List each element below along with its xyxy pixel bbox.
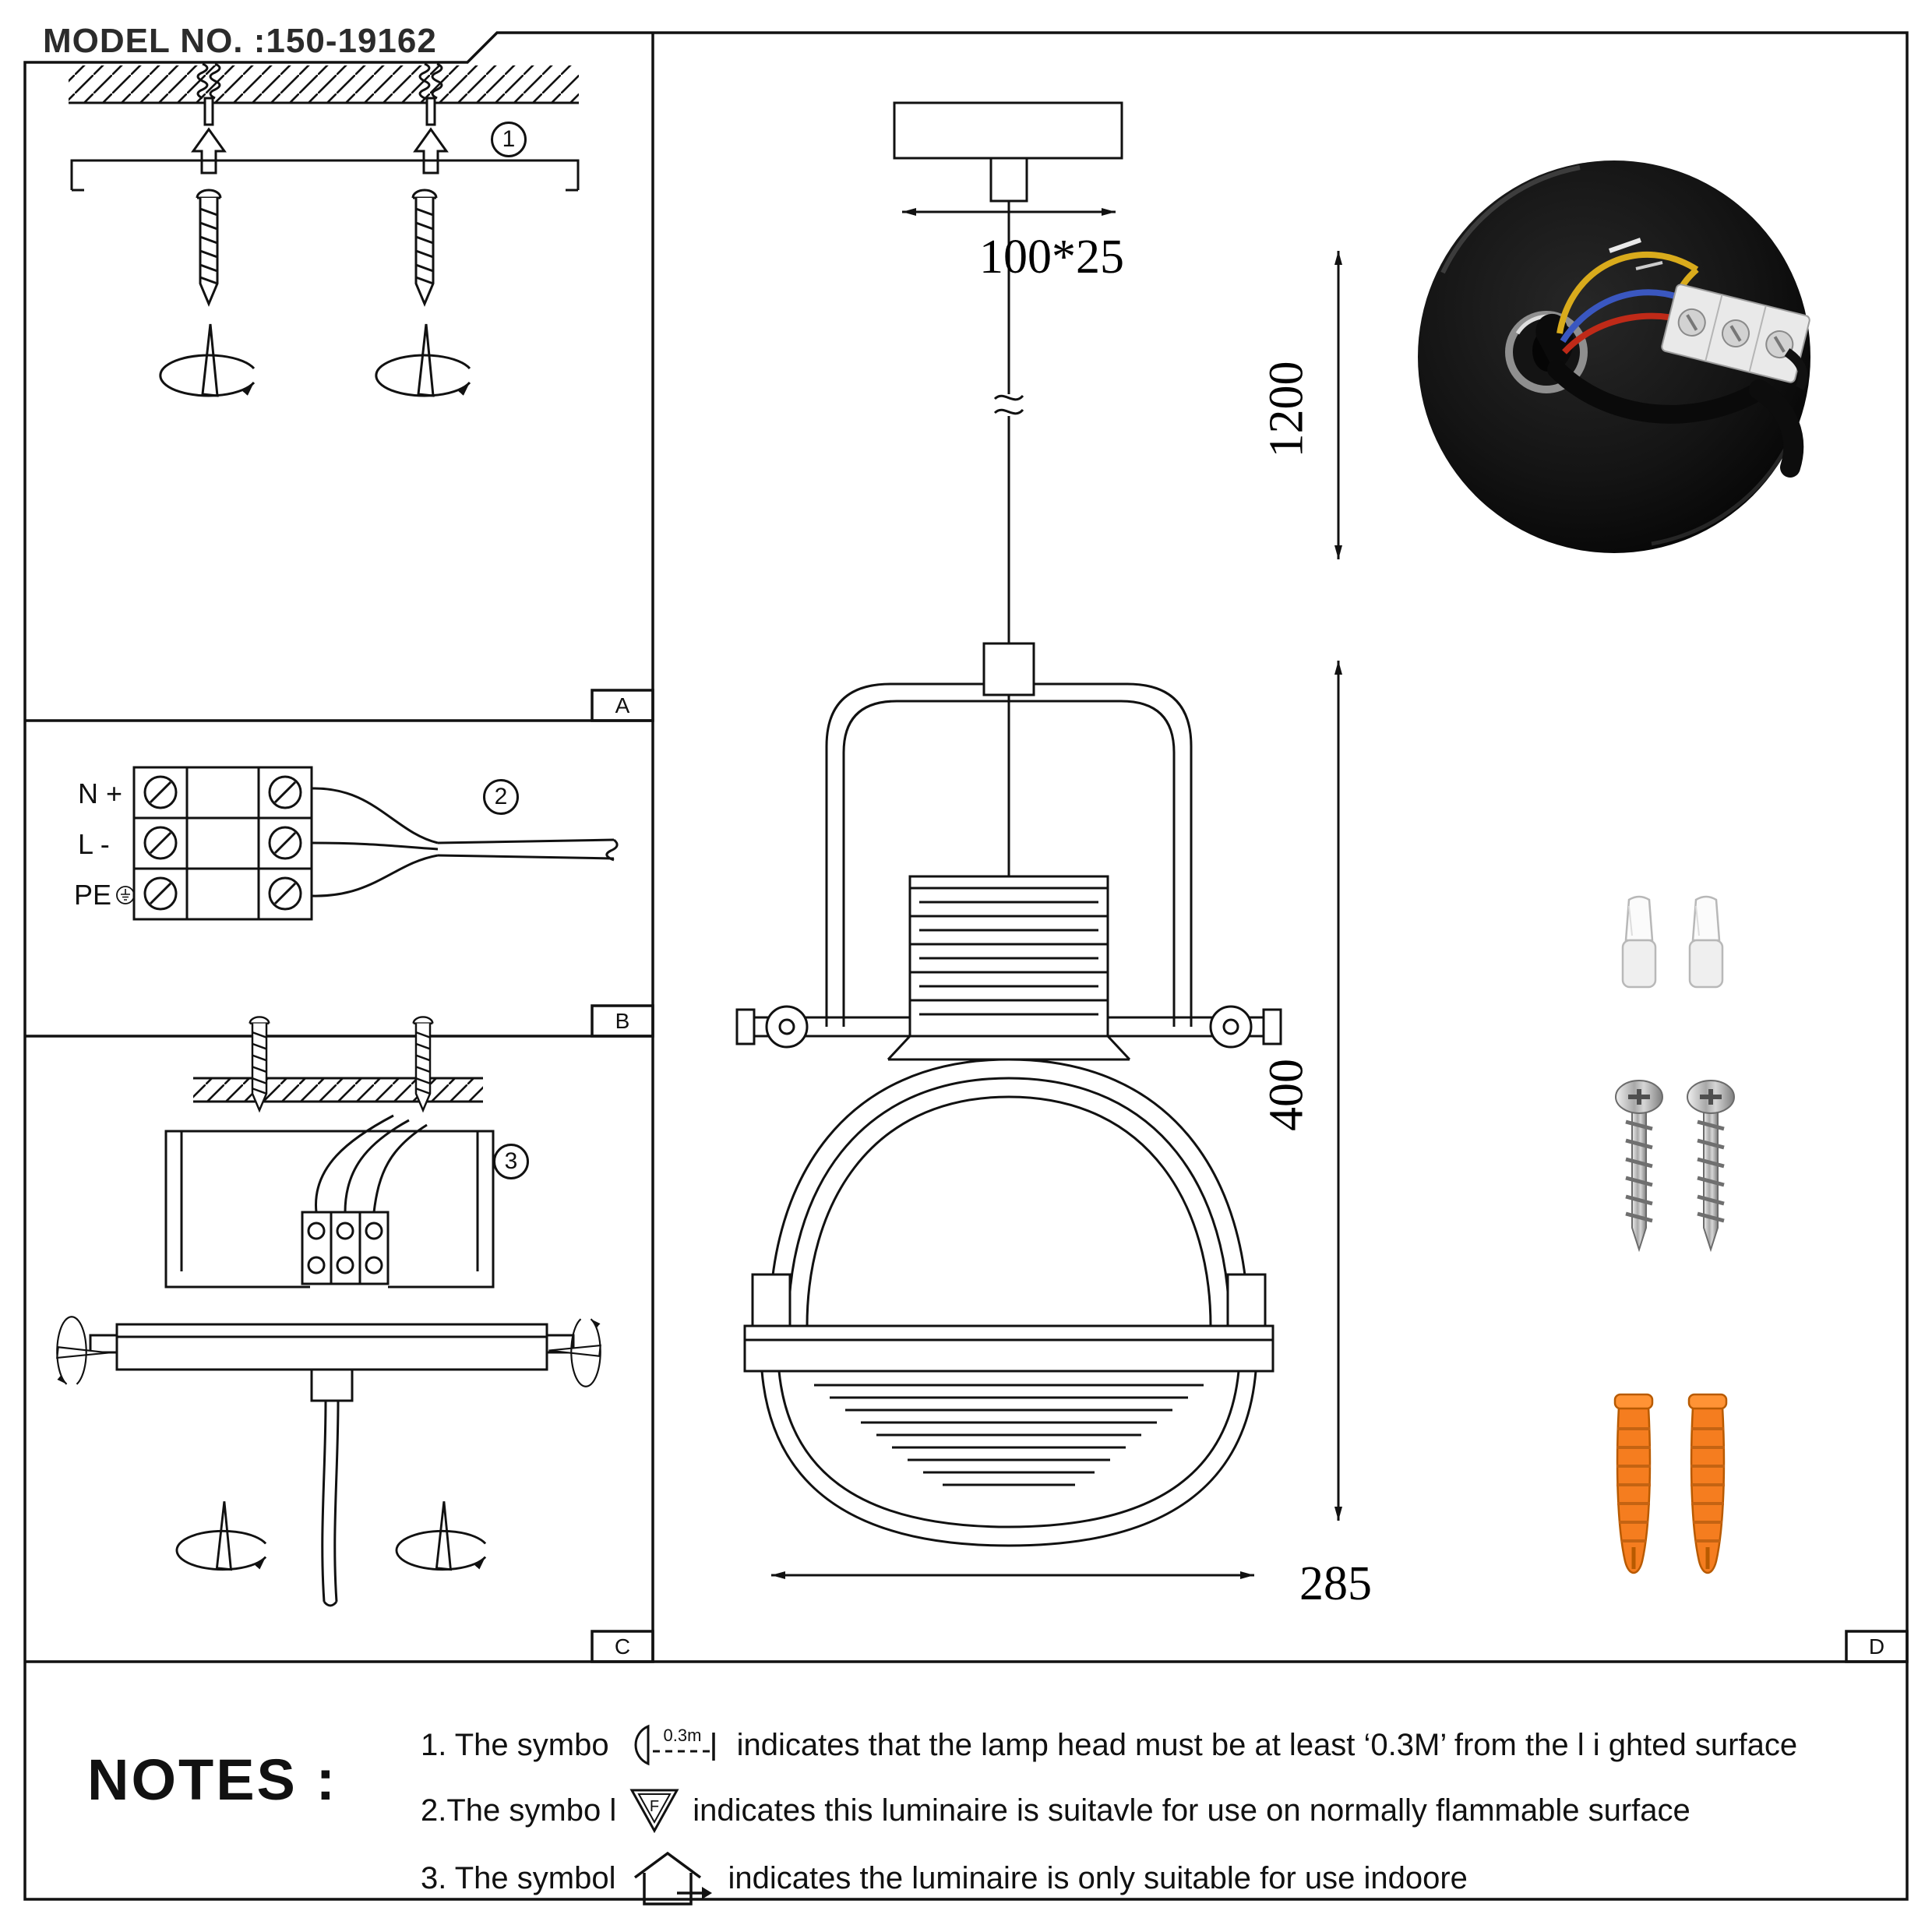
rotation-arrow-icon xyxy=(397,1501,485,1569)
yellow-wire xyxy=(1557,251,1699,334)
screw-image xyxy=(1687,1081,1734,1250)
bracket-drawing xyxy=(164,1130,495,1289)
photo-terminal-block xyxy=(1661,284,1810,383)
rotation-arrow-icon xyxy=(160,324,254,396)
pendant-lamp-drawing xyxy=(735,101,1342,1579)
screw-image xyxy=(1616,1081,1662,1250)
wire-connector-image xyxy=(1621,895,1657,989)
wire-connector-image xyxy=(1688,895,1724,989)
panel-label-c: C xyxy=(614,1634,631,1659)
screw-drawing xyxy=(411,189,438,305)
rotation-arrow-icon xyxy=(376,324,470,396)
model-number: MODEL NO. :150-19162 xyxy=(43,22,437,60)
rim-band-drawing xyxy=(743,1324,1274,1373)
panel-label-b: B xyxy=(615,1008,630,1033)
canopy-photo xyxy=(1418,160,1810,553)
note-3-post: indicates the luminaire is only suitable… xyxy=(728,1860,1468,1895)
note-2-pre: 2.The symbo l xyxy=(421,1793,617,1828)
note-3: 3. The symbol indicates the luminaire is… xyxy=(421,1848,1468,1909)
step-3-badge: 3 xyxy=(493,1144,529,1179)
supply-wires-drawing xyxy=(311,787,619,897)
canopy-drawing xyxy=(893,101,1123,160)
step-1-badge: 1 xyxy=(491,122,527,157)
dim-drop-label: 1200 xyxy=(1260,361,1313,458)
rotation-arrow-icon xyxy=(177,1501,266,1569)
terminal-label-pe: PE xyxy=(74,879,136,911)
wall-plug-image xyxy=(1615,1394,1652,1573)
hardware-items xyxy=(1615,895,1734,1573)
terminal-screws xyxy=(143,775,302,911)
min-distance-symbol: 0.3m xyxy=(634,1724,715,1766)
dim-height-label: 400 xyxy=(1260,1059,1313,1131)
wire-drawing xyxy=(372,1123,428,1213)
notes-heading: NOTES : xyxy=(87,1747,338,1812)
wire-drawing xyxy=(344,1119,410,1213)
pe-text: PE xyxy=(74,879,112,911)
note-2-post: indicates this luminaire is suitavle for… xyxy=(693,1793,1690,1828)
note-1-pre: 1. The symbo xyxy=(421,1727,609,1762)
panel-label-d: D xyxy=(1868,1634,1885,1659)
dome-drawing xyxy=(768,1058,1250,1327)
wire-drawing xyxy=(315,1114,394,1213)
wall-plug-image xyxy=(1689,1394,1726,1573)
screw-drawing xyxy=(196,189,222,305)
terminal-label-l: L - xyxy=(78,828,110,860)
ribbed-neck-drawing xyxy=(908,875,1109,1038)
cable-tie xyxy=(1609,238,1641,253)
terminal-label-n: N + xyxy=(78,777,123,809)
step-2-badge: 2 xyxy=(483,779,519,815)
black-cable xyxy=(1547,360,1762,424)
screw-drawing xyxy=(249,1016,270,1112)
panel-label-a: A xyxy=(615,693,630,717)
earth-icon xyxy=(116,886,135,904)
dim-width-label: 285 xyxy=(1299,1557,1372,1610)
panel-a-drawing xyxy=(69,62,580,396)
note-2: 2.The symbo l F indicates this luminaire… xyxy=(421,1787,1690,1834)
note-3-pre: 3. The symbol xyxy=(421,1860,616,1895)
note-1: 1. The symbo 0.3m indicates that the lam… xyxy=(421,1720,1797,1770)
panel-b-drawing xyxy=(132,766,619,921)
dim-canopy-label: 100*25 xyxy=(979,231,1124,284)
min-distance-label: 0.3m xyxy=(663,1726,701,1745)
note-1-post: indicates that the lamp head must be at … xyxy=(736,1727,1798,1762)
mounting-bar-drawing xyxy=(70,159,580,192)
panel-c-drawing xyxy=(57,1016,600,1607)
canopy-plate-drawing xyxy=(115,1323,548,1371)
screw-drawing xyxy=(412,1016,434,1112)
diffuser-cage-drawing xyxy=(760,1370,1257,1547)
page-frame xyxy=(23,31,1909,1901)
flammable-symbol-label: F xyxy=(650,1798,659,1815)
cable-break-symbol xyxy=(993,394,1024,415)
indoor-use-symbol xyxy=(633,1851,712,1906)
flammable-surface-symbol: F xyxy=(629,1789,679,1834)
